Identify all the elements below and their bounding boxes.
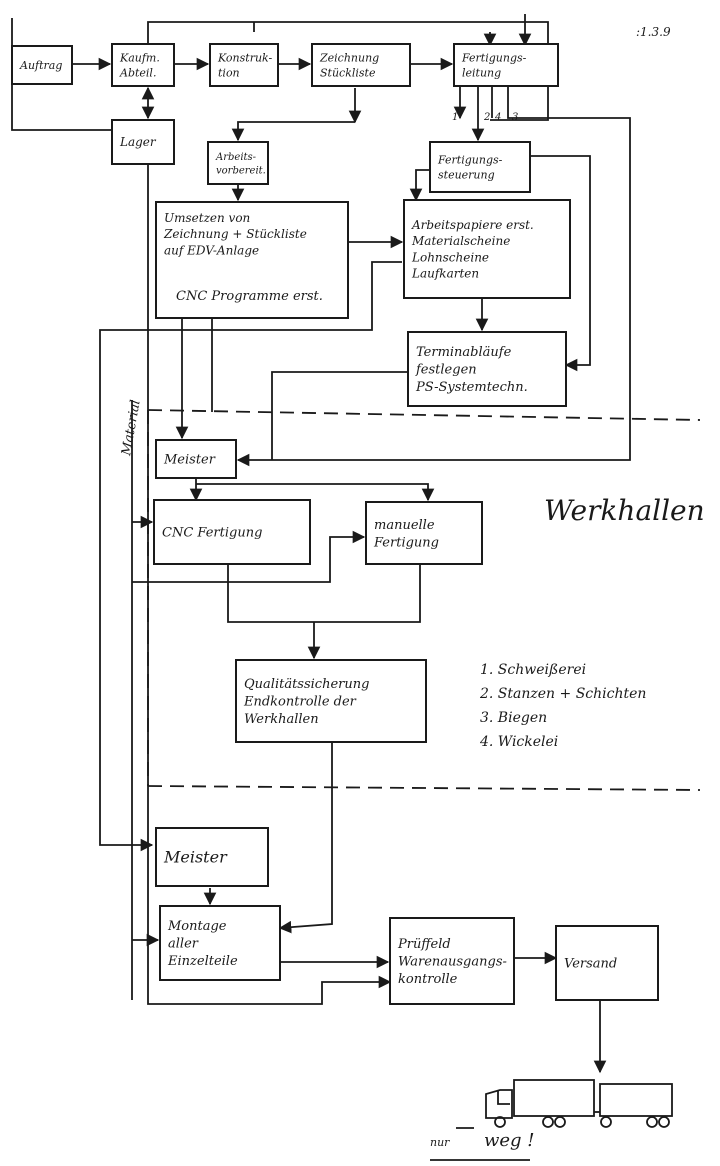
node-box (159, 905, 281, 981)
node-konstruktion: Konstruk-tion (209, 43, 279, 87)
node-label-line: Terminabläufe (416, 345, 512, 360)
node-label-line: Kaufm. (119, 51, 160, 64)
node-label-line: vorbereit. (216, 165, 266, 176)
node-label-line: Meister (163, 453, 216, 468)
node-label-line: Meister (163, 848, 228, 867)
node-fertigungsleitung: Fertigungs-leitung (453, 43, 559, 87)
node-box (111, 43, 175, 87)
node-box (207, 141, 269, 185)
node-label-line: Arbeits- (215, 152, 257, 163)
werkhallen-label: Werkhallen (544, 494, 705, 527)
material-label: Material (119, 399, 144, 458)
node-meister1: Meister (155, 439, 237, 479)
werkhallen-list: 1. Schweißerei 2. Stanzen + Schichten 3.… (479, 662, 646, 750)
node-box (209, 43, 279, 87)
node-auftrag: Auftrag (11, 45, 73, 85)
werkhallen-item-4: 4. Wickelei (479, 734, 558, 750)
node-box (311, 43, 411, 87)
node-label-line: Zeichnung (319, 51, 379, 64)
page-id-text: :1.3.9 (636, 25, 671, 39)
node-label-line: Montage (167, 919, 227, 934)
arrow-num-1: 1 (452, 112, 458, 123)
node-fertigungssteuerung: Fertigungs-steuerung (429, 141, 531, 193)
arrow-num-4: 4 (494, 112, 501, 123)
node-box (111, 119, 175, 165)
node-label-line: Prüffeld (397, 937, 451, 952)
werkhallen-item-1: 1. Schweißerei (480, 662, 586, 678)
cnc-programme-label: CNC Programme erst. (176, 289, 323, 304)
node-box (403, 199, 571, 299)
node-label-line: Versand (564, 957, 617, 972)
node-box (153, 499, 311, 565)
node-label-line: festlegen (415, 363, 477, 378)
werkhallen-boundary-bottom (147, 785, 701, 791)
node-label-line: Materialscheine (411, 234, 510, 248)
node-label-line: Arbeitspapiere erst. (411, 218, 534, 232)
arrow-num-3: 3 (512, 112, 518, 123)
node-label-line: Fertigungs- (437, 153, 503, 166)
node-label-line: steuerung (438, 168, 495, 181)
node-label-line: Zeichnung + Stückliste (163, 227, 307, 241)
node-kaufm-abteil: Kaufm. Abteil. (111, 43, 175, 87)
arrow-num-2: 2 (483, 112, 490, 123)
werkhallen-item-3: 3. Biegen (480, 710, 547, 726)
node-label-line: Endkontrolle der (243, 695, 357, 710)
node-label-line: Warenausgangs- (398, 955, 507, 970)
node-label-line: Qualitätssicherung (244, 677, 369, 692)
node-box (11, 45, 73, 85)
truck-icon (456, 1079, 673, 1129)
werkhallen-item-2: 2. Stanzen + Schichten (479, 686, 646, 702)
weg-label: weg ! (484, 1130, 535, 1151)
node-versand: Versand (555, 925, 659, 1001)
node-label-line: Abteil. (119, 66, 156, 79)
node-lager: Lager (111, 119, 175, 165)
node-box (389, 917, 515, 1005)
node-box (155, 201, 349, 319)
node-label-line: Konstruk- (217, 51, 273, 64)
node-label-line: Stückliste (320, 66, 376, 79)
node-label-line: Umsetzen von (164, 211, 250, 225)
node-label-line: Auftrag (19, 59, 62, 72)
node-label-line: Fertigung (373, 535, 439, 550)
node-label-line: PS-Systemtechn. (415, 380, 528, 395)
node-label-line: Lohnscheine (411, 250, 489, 264)
node-label-line: kontrolle (398, 972, 458, 987)
node-arbeitspapiere: Arbeitspapiere erst. MaterialscheineLohns… (403, 199, 571, 299)
node-label-line: Laufkarten (411, 267, 479, 281)
node-box (365, 501, 483, 565)
node-box (407, 331, 567, 407)
node-label-line: Werkhallen (244, 712, 319, 727)
node-box (429, 141, 531, 193)
node-box (453, 43, 559, 87)
node-label-line: tion (218, 66, 240, 79)
node-label-line: auf EDV-Anlage (164, 243, 259, 257)
node-box (555, 925, 659, 1001)
node-label-line: CNC Fertigung (162, 526, 262, 541)
node-label-line: aller (168, 937, 199, 952)
node-label-line: Lager (119, 135, 157, 149)
node-box (155, 827, 269, 887)
connectors (11, 14, 631, 1074)
node-label-line: Fertigungs- (461, 51, 527, 64)
nur-label: nur (430, 1136, 450, 1149)
node-arbeitsvorbereit: Arbeits-vorbereit. (207, 141, 269, 185)
node-box (155, 439, 237, 479)
werkhallen-boundary-top (147, 409, 701, 421)
node-meister2: Meister (155, 827, 269, 887)
node-cnc-fertigung: CNC Fertigung (153, 499, 311, 565)
node-label-line: leitung (462, 66, 501, 79)
node-box (235, 659, 427, 743)
node-label-line: Einzelteile (167, 954, 238, 969)
node-label-line: manuelle (374, 518, 435, 533)
